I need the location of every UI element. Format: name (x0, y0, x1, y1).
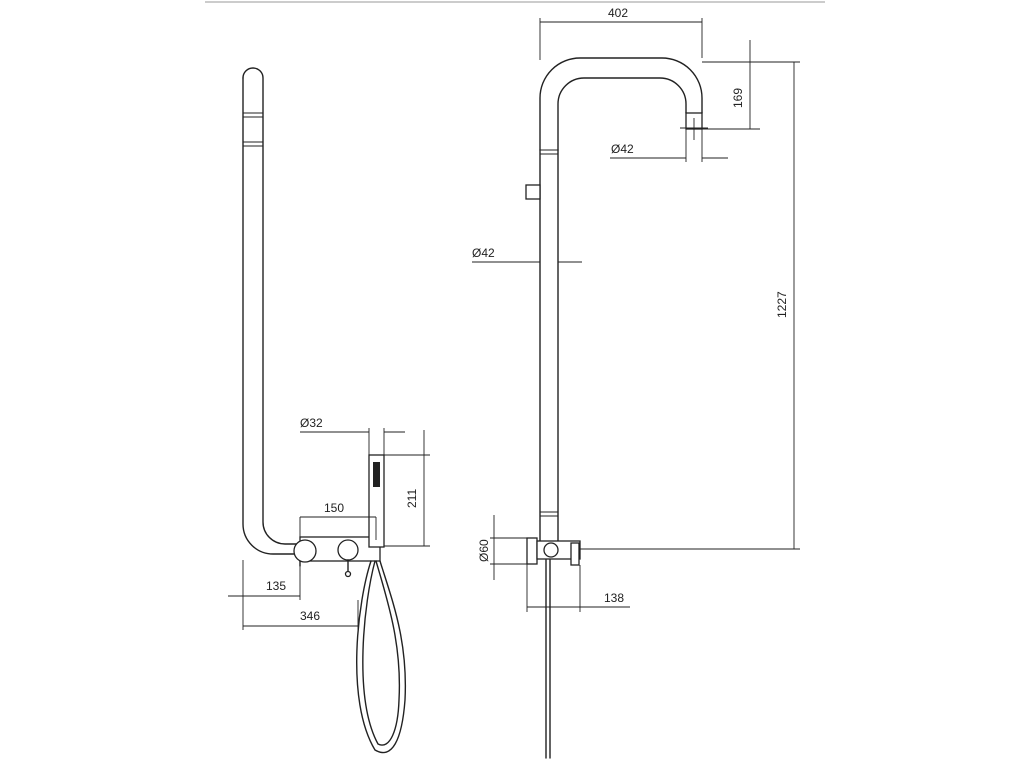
dim-label-head-diameter: Ø42 (611, 142, 634, 156)
right-arm-outer (539, 57, 703, 151)
dim-label-rosette-diameter: Ø60 (477, 539, 491, 562)
left-diverter-knob (293, 539, 317, 563)
left-riser-outline (242, 67, 301, 545)
right-wall-rosette (526, 537, 538, 565)
dim-label-pipe-diameter: Ø42 (472, 246, 495, 260)
hand-shower-holder (525, 184, 541, 200)
right-view: 402 169 Ø42 Ø42 1227 Ø60 138 (472, 6, 800, 759)
dim-label-overall-width: 346 (300, 609, 320, 623)
dim-label-riser-height: 1227 (775, 291, 789, 318)
dim-label-head-drop: 169 (731, 88, 745, 108)
right-arm-inner (557, 77, 687, 151)
dim-label-wall-projection: 138 (604, 591, 624, 605)
left-riser-inner (242, 77, 301, 567)
dim-label-hand-shower-diameter: Ø32 (300, 416, 323, 430)
left-view: Ø32 211 150 135 346 (228, 67, 430, 754)
dim-label-hand-shower-height: 211 (405, 489, 419, 508)
dim-label-outlet-spacing: 150 (324, 501, 344, 515)
right-mixer-knob (543, 542, 559, 558)
left-lever-tip (344, 570, 352, 578)
dim-label-arm-reach: 402 (608, 6, 628, 20)
hose-inner (362, 560, 401, 746)
hose-outer (356, 560, 407, 754)
hand-shower-body (368, 454, 385, 548)
hand-shower-nozzle (373, 462, 380, 487)
right-mixer-lever (570, 542, 580, 566)
dim-label-riser-to-outlet: 135 (266, 579, 286, 593)
left-mixer-knob (337, 539, 359, 561)
